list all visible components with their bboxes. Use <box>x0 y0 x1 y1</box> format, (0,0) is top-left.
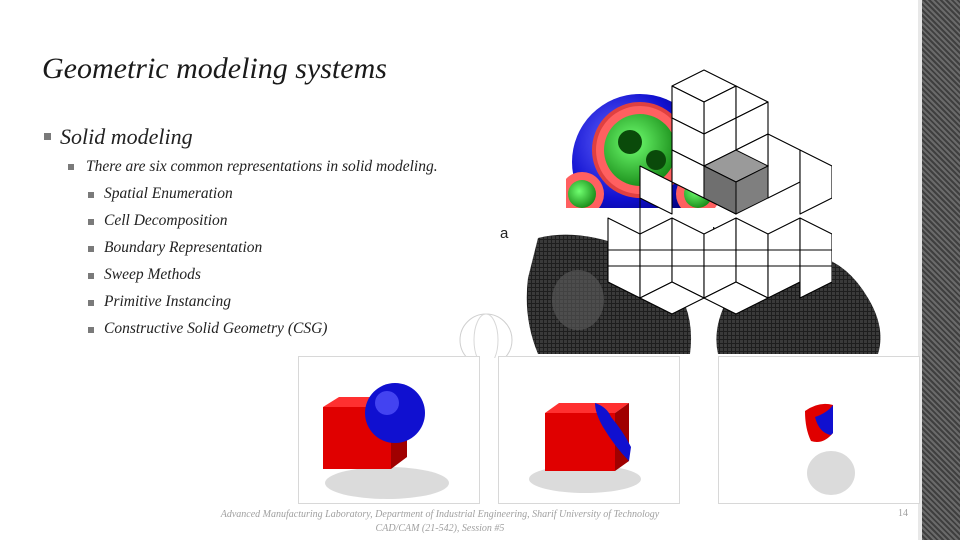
bullet-csg: Constructive Solid Geometry (CSG) <box>104 320 328 337</box>
decorative-stripe <box>922 0 960 540</box>
bullet-square-icon <box>44 133 51 140</box>
figure-label-a: a <box>500 225 509 242</box>
bullet-square-icon <box>88 246 94 252</box>
slide-title: Geometric modeling systems <box>42 52 387 85</box>
slide-edge-decoration <box>918 0 922 540</box>
bullet-spatial-enumeration: Spatial Enumeration <box>104 185 233 202</box>
footer-course: CAD/CAM (21-542), Session #5 <box>375 523 505 534</box>
bullet-square-icon <box>68 164 74 170</box>
csg-union-image <box>298 356 480 504</box>
bullet-square-icon <box>88 273 94 279</box>
bullet-cell-decomposition: Cell Decomposition <box>104 212 228 229</box>
bullet-square-icon <box>88 219 94 225</box>
csg-intersection-image <box>718 356 920 504</box>
bullet-square-icon <box>88 327 94 333</box>
slide-footer: Advanced Manufacturing Laboratory, Depar… <box>180 508 700 536</box>
bullet-primitive-instancing: Primitive Instancing <box>104 293 231 310</box>
page-number: 14 <box>898 508 908 519</box>
bullet-square-icon <box>88 300 94 306</box>
bullet-square-icon <box>88 192 94 198</box>
bullet-level1: Solid modeling <box>60 124 193 149</box>
csg-difference-image <box>498 356 680 504</box>
bullet-boundary-representation: Boundary Representation <box>104 239 263 256</box>
stacked-cubes-image <box>607 69 832 315</box>
bullet-level2: There are six common representations in … <box>86 158 438 175</box>
bullet-sweep-methods: Sweep Methods <box>104 266 201 283</box>
footer-affiliation: Advanced Manufacturing Laboratory, Depar… <box>220 509 660 520</box>
